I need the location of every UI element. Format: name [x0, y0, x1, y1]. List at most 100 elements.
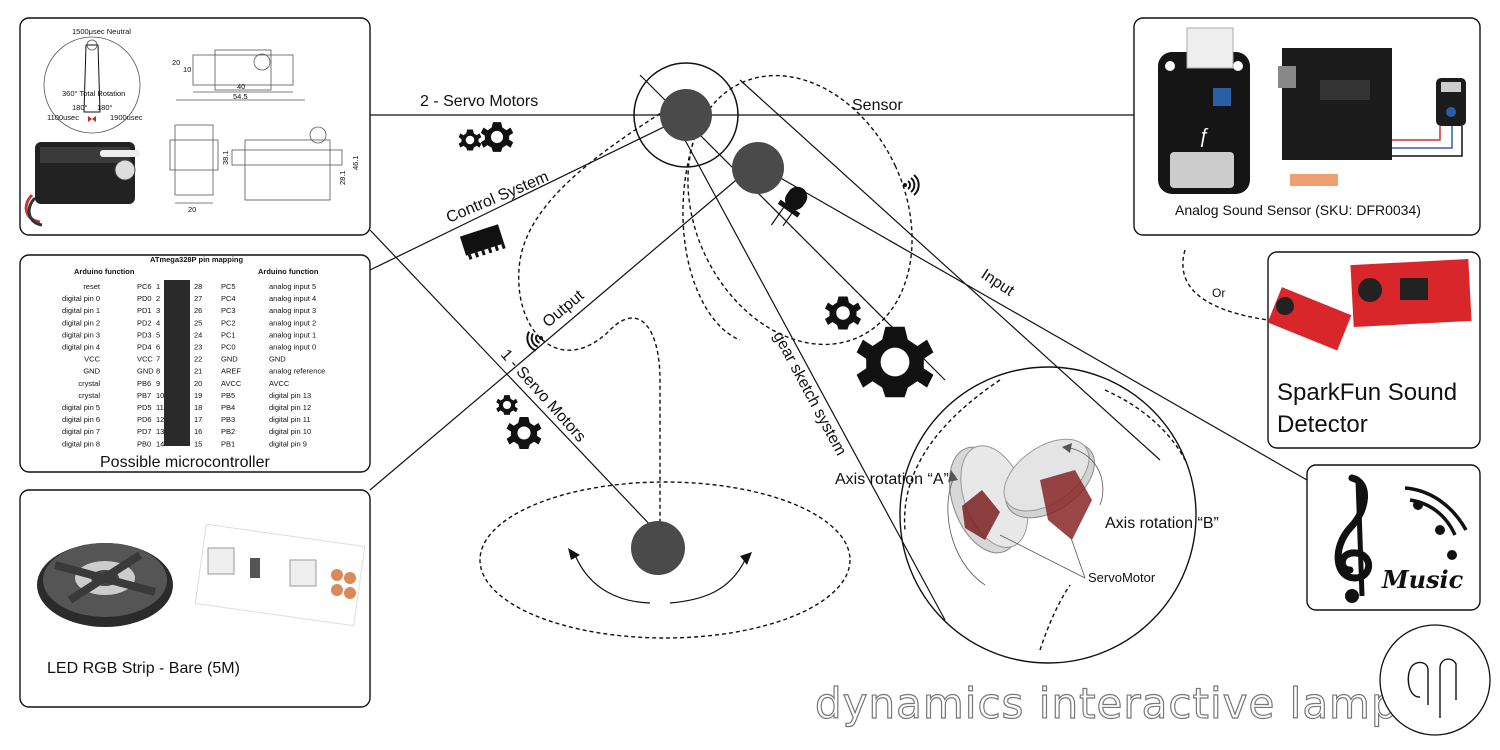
pin-left-function: digital pin 8	[62, 439, 100, 448]
pin-left-port: PD2	[137, 318, 152, 327]
servo-dim-20b: 20	[188, 205, 196, 214]
label-or: Or	[1212, 286, 1225, 300]
led-strip-closeup	[194, 523, 366, 627]
pin-number: 21	[194, 367, 202, 376]
gear-icon	[825, 296, 934, 398]
pin-number: 25	[194, 318, 202, 327]
servo-usec-right: 1900usec	[110, 113, 143, 122]
pin-number: 13	[156, 427, 164, 436]
gear-system-detail	[899, 366, 1197, 664]
pin-number: 7	[156, 355, 160, 364]
pin-left-port: PB0	[137, 439, 151, 448]
pin-left-port: PD6	[137, 415, 152, 424]
pin-left-port: PC6	[137, 282, 152, 291]
pin-number: 14	[156, 439, 164, 448]
pin-left-function: reset	[83, 282, 101, 291]
pin-right-port: PB4	[221, 403, 235, 412]
servo-dim-28-1: 28.1	[338, 170, 347, 185]
pin-left-function: digital pin 2	[62, 318, 100, 327]
pin-left-function: digital pin 4	[62, 343, 100, 352]
pin-number: 9	[156, 379, 160, 388]
pin-number: 15	[194, 439, 202, 448]
pin-number: 26	[194, 306, 202, 315]
pin-right-port: GND	[221, 355, 238, 364]
servo-dim-54-5: 54.5	[233, 92, 248, 101]
pin-right-port: PC0	[221, 343, 236, 352]
gear-icon	[458, 122, 514, 152]
pin-number: 24	[194, 330, 202, 339]
pin-right-port: PC1	[221, 330, 236, 339]
mini-sound-sensor	[1436, 78, 1466, 126]
microcontroller-box: ATmega328P pin mapping Arduino function …	[19, 254, 371, 473]
label-servomotor: ServoMotor	[1088, 570, 1156, 585]
pin-left-port: GND	[137, 367, 154, 376]
pin-number: 18	[194, 403, 202, 412]
servo-dim-40: 40	[237, 82, 245, 91]
pin-right-function: digital pin 13	[269, 391, 311, 400]
servo-neutral-label: 1500μsec Neutral	[72, 27, 131, 36]
pin-left-function: digital pin 0	[62, 294, 100, 303]
microcontroller-caption: Possible microcontroller	[100, 454, 271, 471]
pin-number: 6	[156, 343, 160, 352]
pin-number: 1	[156, 282, 160, 291]
pin-right-function: AVCC	[269, 379, 290, 388]
label-servo-2: 2 - Servo Motors	[420, 93, 538, 110]
servo-photo	[24, 142, 140, 227]
dl-monogram-icon	[1379, 624, 1491, 736]
label-sensor: Sensor	[852, 97, 903, 114]
pin-right-function: analog input 1	[269, 330, 316, 339]
pin-left-port: PD3	[137, 330, 152, 339]
led-bulb-icon	[770, 186, 808, 227]
pin-left-port: PD1	[137, 306, 152, 315]
music-box: Music	[1306, 464, 1481, 611]
servo-dim-10: 10	[183, 65, 191, 74]
pinmap-heading: ATmega328P pin mapping	[150, 255, 243, 264]
sparkfun-caption-line1: SparkFun Sound	[1277, 379, 1457, 406]
pin-right-function: digital pin 11	[269, 415, 311, 424]
pin-right-port: AVCC	[221, 379, 242, 388]
pin-number: 3	[156, 306, 160, 315]
pin-right-port: AREF	[221, 367, 241, 376]
df-logo-icon: ƒ	[1198, 125, 1209, 147]
pin-left-port: PB7	[137, 391, 151, 400]
pin-right-port: PB2	[221, 427, 235, 436]
pin-number: 4	[156, 318, 160, 327]
pin-left-port: PD7	[137, 427, 152, 436]
pin-right-function: analog reference	[269, 367, 325, 376]
sound-sensor-caption: Analog Sound Sensor (SKU: DFR0034)	[1175, 202, 1421, 218]
pin-right-port: PC2	[221, 318, 236, 327]
pin-left-function: digital pin 7	[62, 427, 100, 436]
pin-number: 27	[194, 294, 202, 303]
led-strip-caption: LED RGB Strip - Bare (5M)	[47, 660, 240, 677]
pin-right-function: analog input 4	[269, 294, 316, 303]
servo-dim-46-1: 46.1	[351, 155, 360, 170]
pin-right-function: analog input 2	[269, 318, 316, 327]
base-ball	[631, 521, 685, 575]
pin-number: 12	[156, 415, 164, 424]
pin-left-port: PB6	[137, 379, 151, 388]
pin-left-port: PD0	[137, 294, 152, 303]
sound-sensor-board: ƒ	[1158, 27, 1250, 194]
pinmap-left-heading: Arduino function	[74, 267, 135, 276]
pin-number: 11	[156, 403, 164, 412]
led-strip-box: LED RGB Strip - Bare (5M)	[19, 489, 371, 708]
rotation-arrows	[568, 548, 752, 604]
servo-dim-20a: 20	[172, 58, 180, 67]
pin-right-function: analog input 5	[269, 282, 316, 291]
arduino-board	[1278, 48, 1392, 186]
pin-number: 23	[194, 343, 202, 352]
music-caption: Music	[1381, 565, 1464, 594]
pin-right-port: PC4	[221, 294, 236, 303]
pin-number: 22	[194, 355, 202, 364]
pin-number: 16	[194, 427, 202, 436]
pin-number: 28	[194, 282, 202, 291]
servo-usec-left: 1100usec	[47, 113, 79, 122]
pin-right-function: analog input 3	[269, 306, 316, 315]
pin-number: 20	[194, 379, 202, 388]
pin-left-function: digital pin 6	[62, 415, 100, 424]
pin-number: 17	[194, 415, 202, 424]
label-control-system: Control System	[444, 168, 551, 226]
pin-left-function: digital pin 5	[62, 403, 100, 412]
